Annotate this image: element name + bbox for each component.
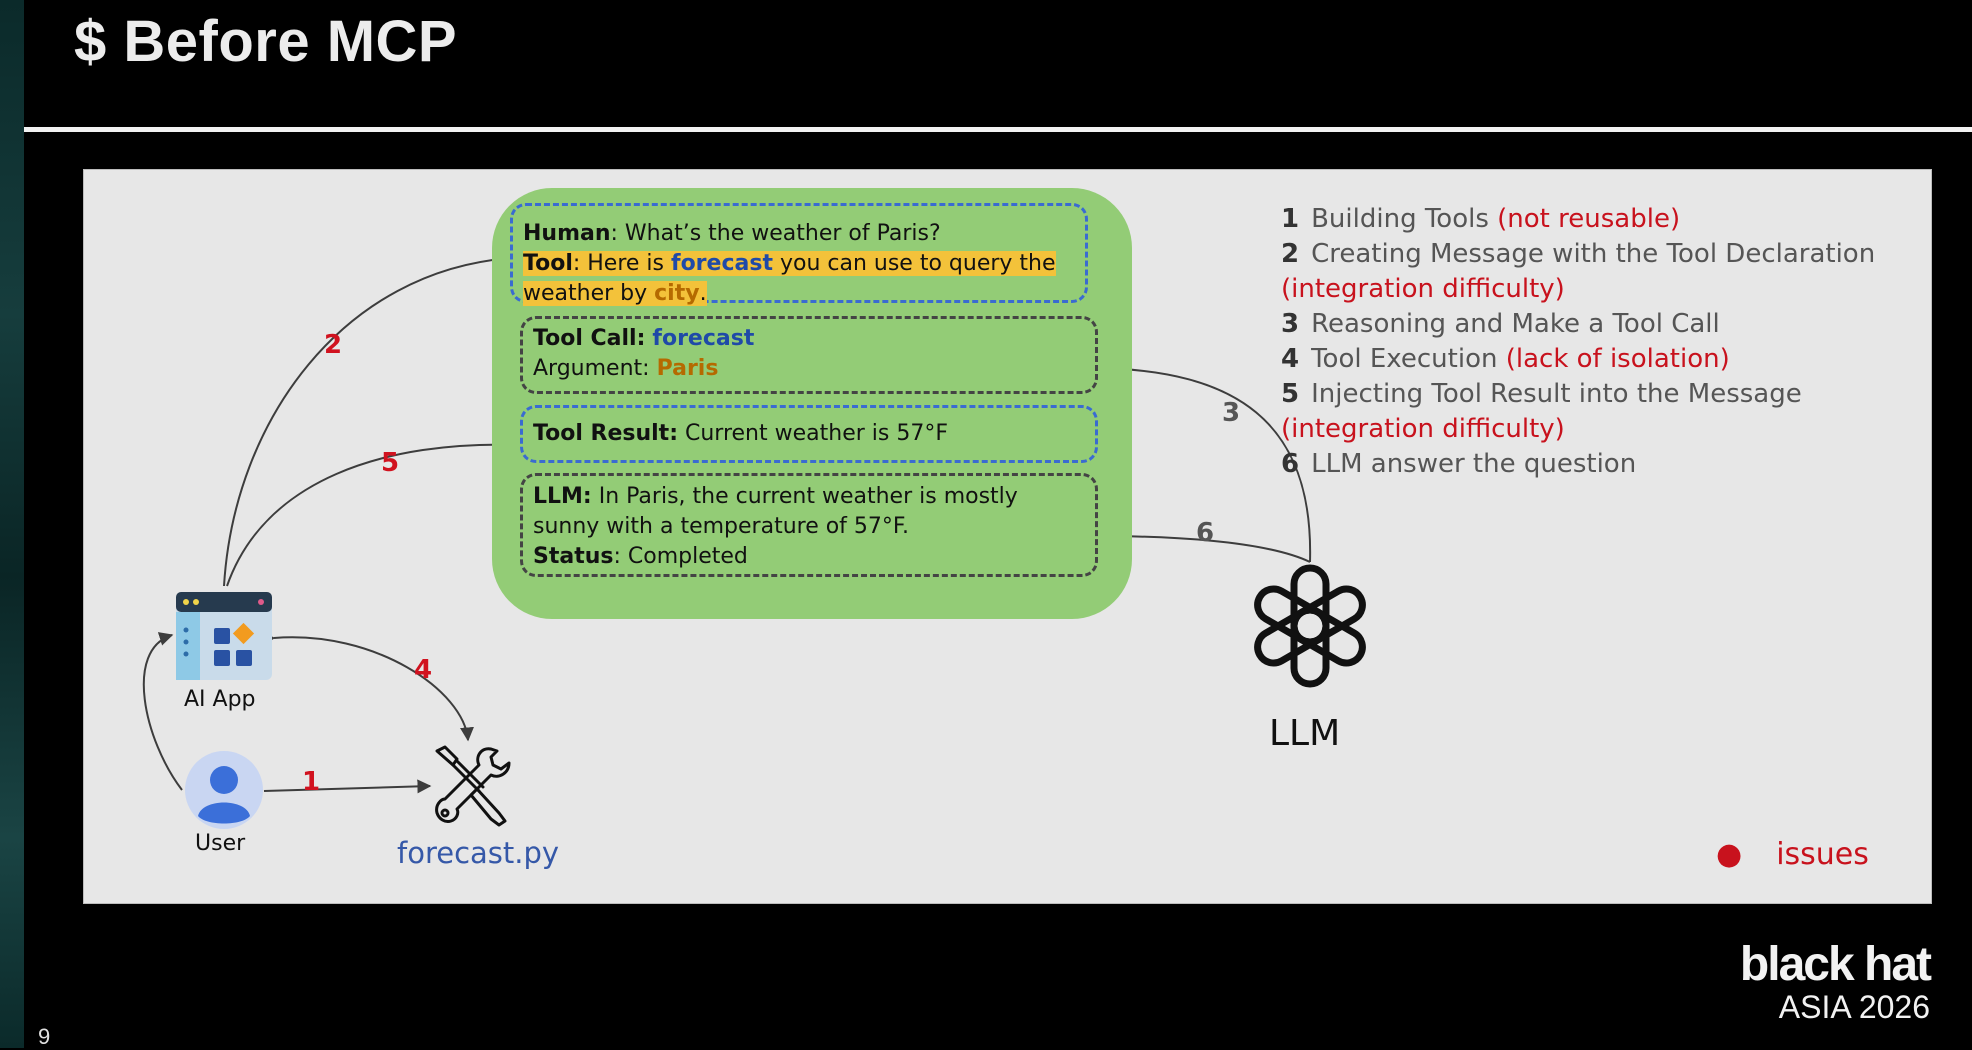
llm-text-1: In Paris, the current weather is mostly xyxy=(591,484,1018,509)
user-label: User xyxy=(195,831,246,856)
llm-label: LLM: xyxy=(533,484,592,509)
tool-keyword-city: city xyxy=(654,281,700,306)
tool-text-2: you can use to query the xyxy=(772,251,1056,276)
tool-result-label: Tool Result: xyxy=(533,421,678,446)
arrow-3 xyxy=(1094,361,1312,563)
llm-logo-icon xyxy=(1254,564,1366,688)
message-llm-answer: LLM: In Paris, the current weather is mo… xyxy=(520,473,1098,577)
ai-app-label: AI App xyxy=(184,687,256,712)
slide-title: $ Before MCP xyxy=(74,9,458,74)
arrow-label-4: 4 xyxy=(414,655,433,685)
arrow-label-1: 1 xyxy=(302,767,321,797)
message-human-tool: Human: What’s the weather of Paris? Tool… xyxy=(510,203,1088,306)
human-text: : What’s the weather of Paris? xyxy=(610,221,941,246)
status-text: : Completed xyxy=(613,544,748,569)
arrow-4 xyxy=(260,632,474,742)
legend-dot: ● xyxy=(1716,837,1743,872)
tool-text-3: weather by xyxy=(523,281,655,306)
slide-number: 9 xyxy=(38,1024,51,1049)
tool-keyword-forecast: forecast xyxy=(671,251,773,276)
blackhat-logo: black hat ASIA 2026 xyxy=(1700,938,1932,1025)
arrow-label-3: 3 xyxy=(1222,398,1241,428)
tool-text-4: . xyxy=(699,281,707,306)
legend-label: issues xyxy=(1776,837,1869,872)
arrow-label-5: 5 xyxy=(381,448,400,478)
user-icon xyxy=(185,751,263,829)
left-edge-decoration xyxy=(0,0,24,1048)
status-label: Status xyxy=(533,544,614,569)
tool-result-text: Current weather is 57°F xyxy=(678,421,948,446)
argument-value: Paris xyxy=(656,356,719,381)
tool-call-label: Tool Call: xyxy=(533,326,646,351)
arrow-label-6: 6 xyxy=(1196,518,1215,548)
title-divider xyxy=(24,127,1972,132)
arrow-2 xyxy=(223,251,514,587)
human-label: Human xyxy=(523,221,611,246)
arrow-label-2: 2 xyxy=(324,330,343,360)
message-tool-call: Tool Call: forecast Argument: Paris xyxy=(520,316,1098,394)
tool-file-label: forecast.py xyxy=(397,836,560,870)
tool-text-1: : Here is xyxy=(572,251,671,276)
arrow-1 xyxy=(263,779,432,794)
message-conversation: Human: What’s the weather of Paris? Tool… xyxy=(492,188,1132,619)
diagram-panel: 2 5 3 6 4 1 Human: What’s the weather of… xyxy=(83,169,1932,904)
brand-event: ASIA 2026 xyxy=(1778,989,1930,1025)
tool-label: Tool xyxy=(523,251,573,276)
arrow-user-to-app xyxy=(142,632,183,791)
issues-legend: ● issues xyxy=(1716,837,1869,872)
wrench-screwdriver-icon xyxy=(435,745,511,827)
argument-label: Argument: xyxy=(533,356,657,381)
llm-label-node: LLM xyxy=(1269,713,1341,754)
llm-text-2: sunny with a temperature of 57°F. xyxy=(533,514,910,539)
brand-name: black hat xyxy=(1739,938,1932,991)
arrows-layer xyxy=(142,251,1312,794)
ai-app-icon xyxy=(176,592,272,680)
tool-call-value: forecast xyxy=(652,326,755,351)
arrow-5 xyxy=(226,437,524,587)
message-tool-result: Tool Result: Current weather is 57°F xyxy=(520,405,1098,463)
